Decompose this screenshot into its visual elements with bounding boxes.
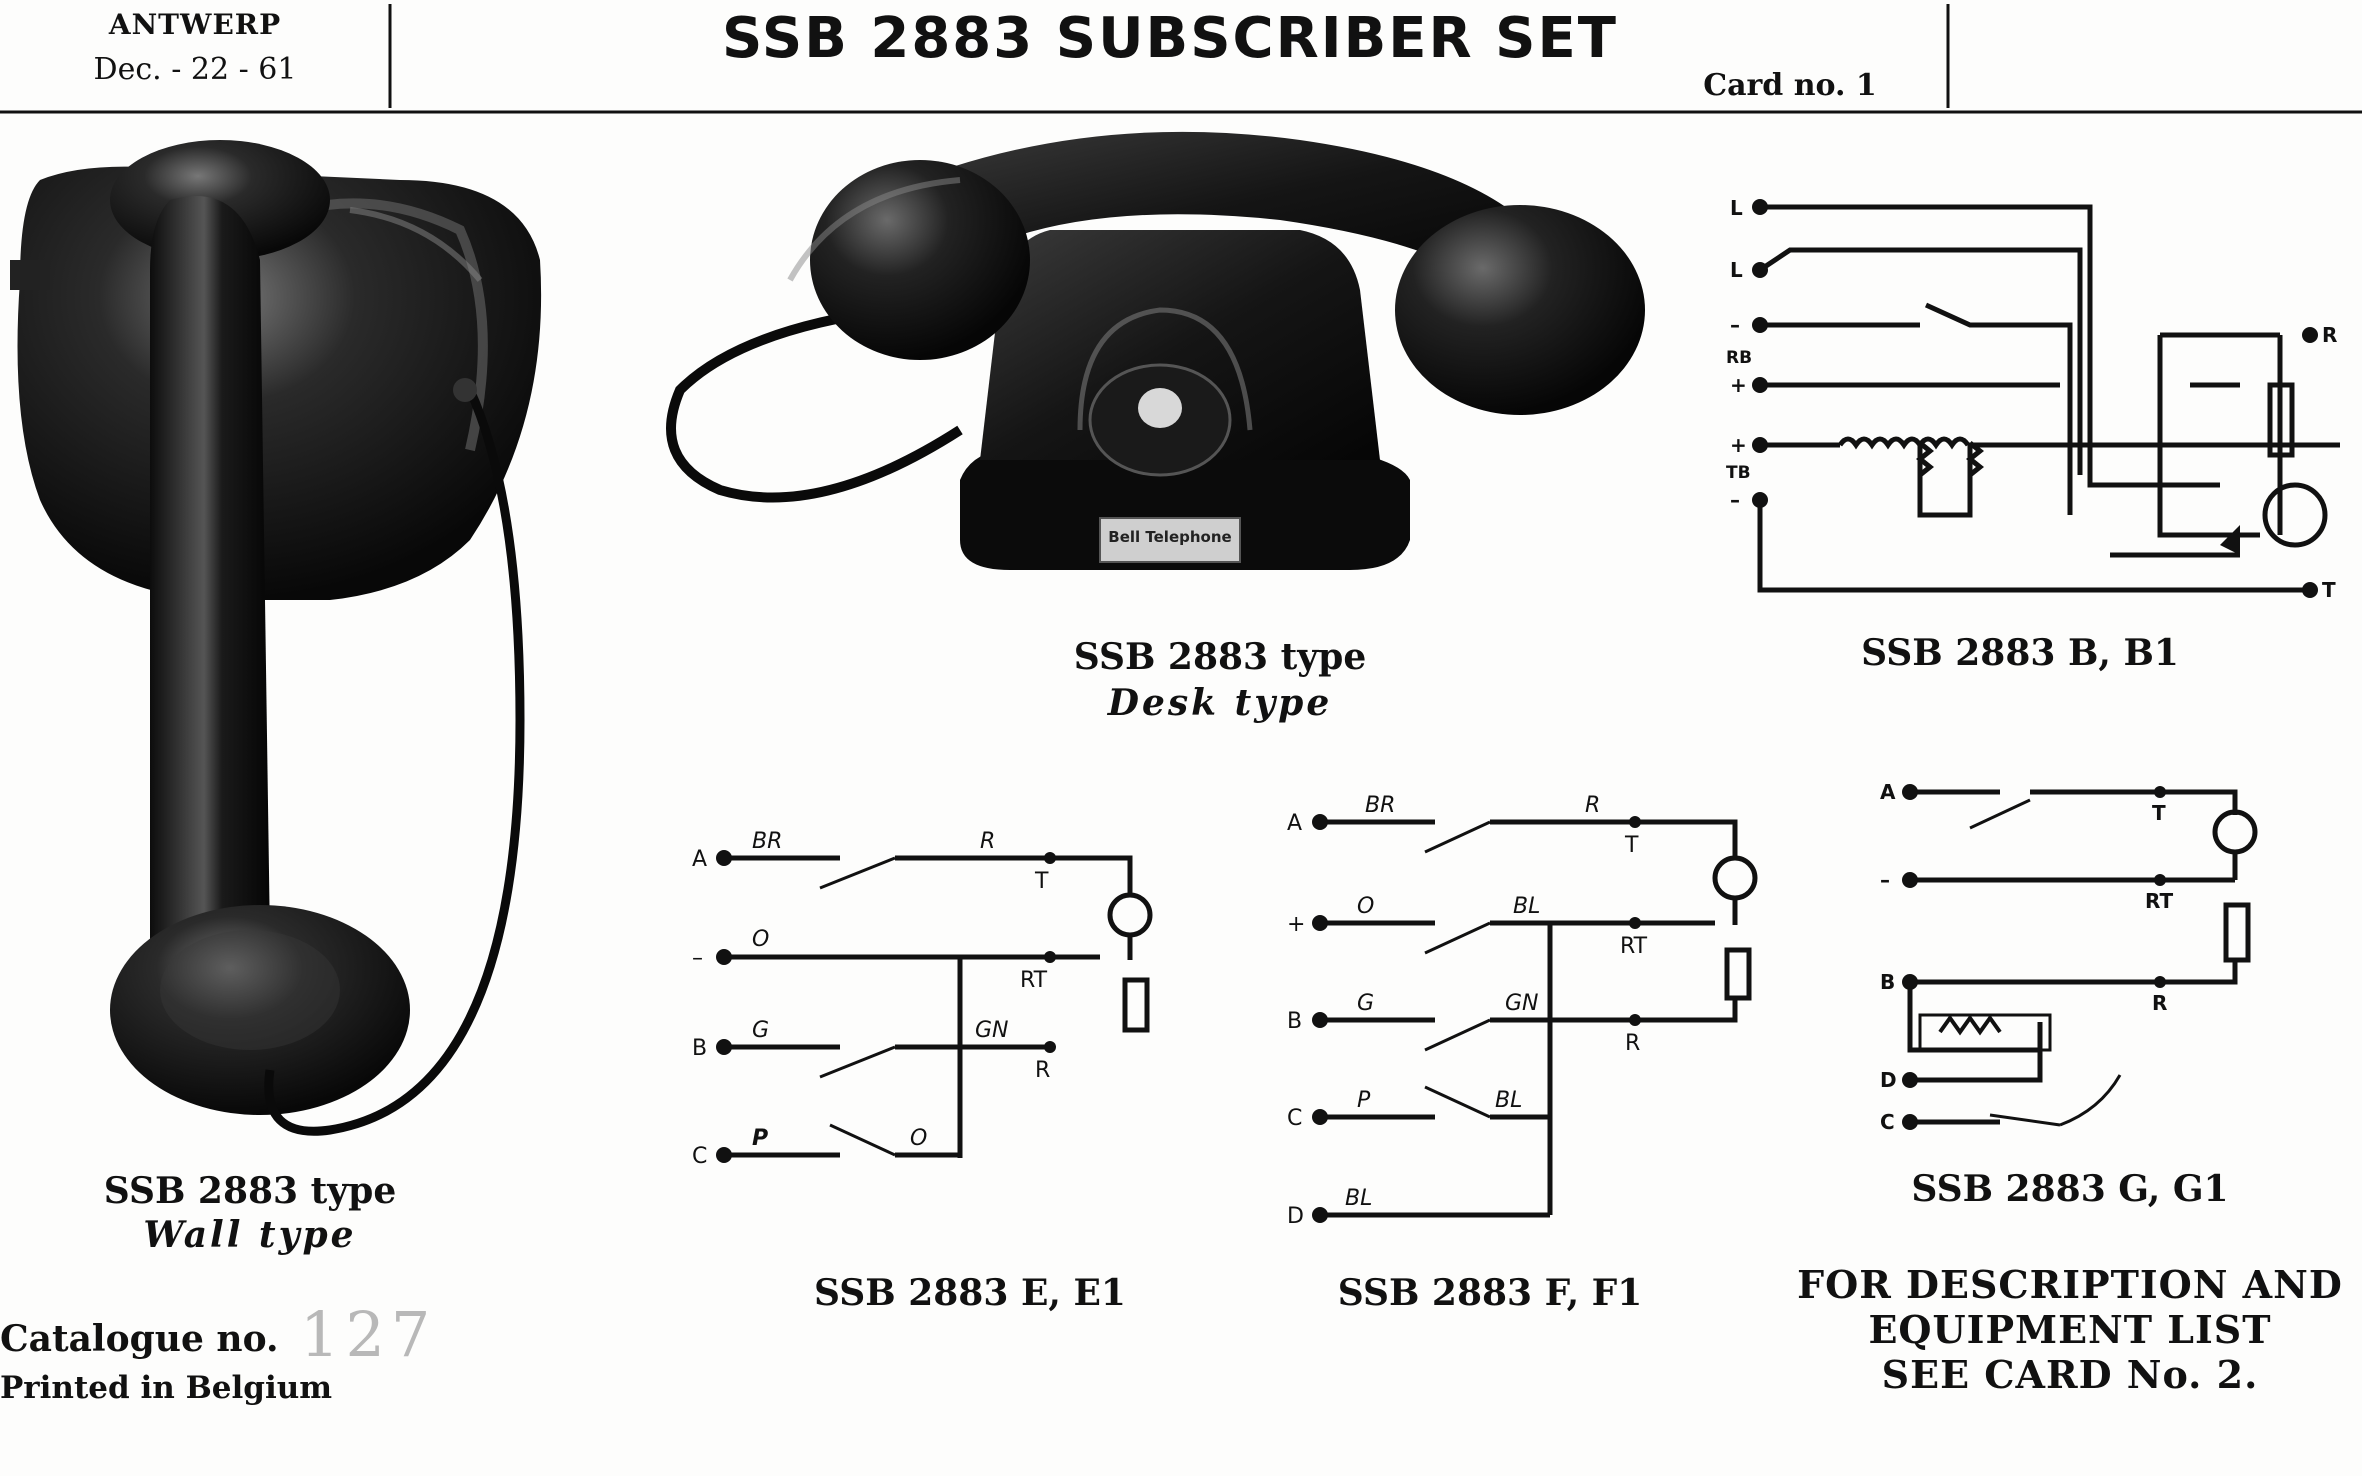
e-wire-br: BR xyxy=(752,829,782,854)
b-terminal-minus2: – xyxy=(1730,488,1740,512)
g-label-r: R xyxy=(2152,991,2167,1015)
e-terminal-minus: – xyxy=(692,946,703,971)
e-label-t: T xyxy=(1034,869,1049,894)
diagram-f-f1: A + B C D BR R T O BL RT G GN R P BL BL xyxy=(1287,793,1758,1229)
header-title: SSB 2883 SUBSCRIBER SET xyxy=(722,6,1618,71)
e-wire-g: G xyxy=(752,1018,769,1043)
f-wire-o: O xyxy=(1357,894,1374,919)
wall-telephone-image xyxy=(10,140,542,1136)
description-note: FOR DESCRIPTION AND EQUIPMENT LIST SEE C… xyxy=(1780,1262,2360,1397)
f-label-rt: RT xyxy=(1620,934,1648,959)
desk-telephone-image: Bell Telephone xyxy=(666,131,1645,570)
nameplate-text: Bell Telephone xyxy=(1108,528,1231,546)
f-terminal-plus: + xyxy=(1287,912,1305,937)
desk-type-caption: SSB 2883 type xyxy=(1073,636,1367,678)
diagram-b-b1: L L – RB + + TB – R T xyxy=(1726,196,2340,602)
b-terminal-plus2: + xyxy=(1730,433,1747,457)
f-wire-bl2: BL xyxy=(1495,1088,1522,1113)
e-terminal-a: A xyxy=(692,847,707,872)
e-label-r: R xyxy=(1035,1058,1050,1083)
b-terminal-minus1: – xyxy=(1730,313,1740,337)
g-label-rt: RT xyxy=(2145,889,2174,913)
f-wire-p: P xyxy=(1357,1088,1371,1113)
b-terminal-t: T xyxy=(2322,578,2336,602)
f-terminal-c: C xyxy=(1287,1106,1302,1131)
diagram-g-g1: A – B D C T RT R xyxy=(1880,780,2258,1134)
catalogue-number: 127 xyxy=(300,1298,437,1371)
g-terminal-c: C xyxy=(1880,1110,1895,1134)
wall-type-subtitle: Wall type xyxy=(143,1214,357,1256)
printed-in: Printed in Belgium xyxy=(0,1370,333,1406)
diagram-e-caption: SSB 2883 E, E1 xyxy=(814,1272,1126,1314)
header-city: ANTWERP xyxy=(108,8,282,41)
e-terminal-b: B xyxy=(692,1036,707,1061)
f-wire-bl1: BL xyxy=(1513,894,1540,919)
g-terminal-minus: – xyxy=(1880,868,1890,892)
b-terminal-r: R xyxy=(2322,323,2337,347)
note-line-1: FOR DESCRIPTION AND xyxy=(1797,1262,2343,1307)
b-terminal-plus1: + xyxy=(1730,373,1747,397)
f-wire-r: R xyxy=(1585,793,1600,818)
g-terminal-b: B xyxy=(1880,970,1895,994)
b-label-rb: RB xyxy=(1726,348,1752,368)
diagram-f-caption: SSB 2883 F, F1 xyxy=(1337,1272,1643,1314)
f-wire-g: G xyxy=(1357,991,1374,1016)
diagram-e-e1: A – B C BR R T O RT G GN R P O xyxy=(692,829,1153,1169)
b-label-tb: TB xyxy=(1726,463,1751,483)
f-label-r: R xyxy=(1625,1031,1640,1056)
wall-type-caption: SSB 2883 type xyxy=(103,1170,397,1212)
e-wire-r: R xyxy=(980,829,995,854)
header-card-number: Card no. 1 xyxy=(1703,68,1877,103)
f-terminal-d: D xyxy=(1287,1204,1304,1229)
e-wire-o: O xyxy=(752,927,769,952)
f-wire-bl3: BL xyxy=(1345,1186,1372,1211)
header-frame xyxy=(0,4,2362,114)
g-terminal-d: D xyxy=(1880,1068,1897,1092)
e-wire-gn: GN xyxy=(975,1018,1009,1043)
f-wire-br: BR xyxy=(1365,793,1395,818)
f-terminal-b: B xyxy=(1287,1009,1302,1034)
desk-type-subtitle: Desk type xyxy=(1107,682,1333,724)
f-label-t: T xyxy=(1624,833,1639,858)
g-terminal-a: A xyxy=(1880,780,1896,804)
g-label-t: T xyxy=(2152,801,2166,825)
f-wire-gn: GN xyxy=(1505,991,1539,1016)
note-line-2: EQUIPMENT LIST xyxy=(1868,1307,2272,1352)
e-terminal-c: C xyxy=(692,1144,707,1169)
note-line-3: SEE CARD No. 2. xyxy=(1881,1352,2259,1397)
b-terminal-l1: L xyxy=(1730,196,1743,220)
e-wire-o2: O xyxy=(910,1126,927,1151)
f-terminal-a: A xyxy=(1287,811,1302,836)
e-label-rt: RT xyxy=(1020,968,1048,993)
b-terminal-l2: L xyxy=(1730,258,1743,282)
header-date: Dec. - 22 - 61 xyxy=(93,52,297,87)
e-wire-p: P xyxy=(752,1126,768,1151)
catalogue-label: Catalogue no. xyxy=(0,1318,279,1360)
diagram-b-caption: SSB 2883 B, B1 xyxy=(1861,632,2179,674)
diagram-g-caption: SSB 2883 G, G1 xyxy=(1911,1168,2229,1210)
